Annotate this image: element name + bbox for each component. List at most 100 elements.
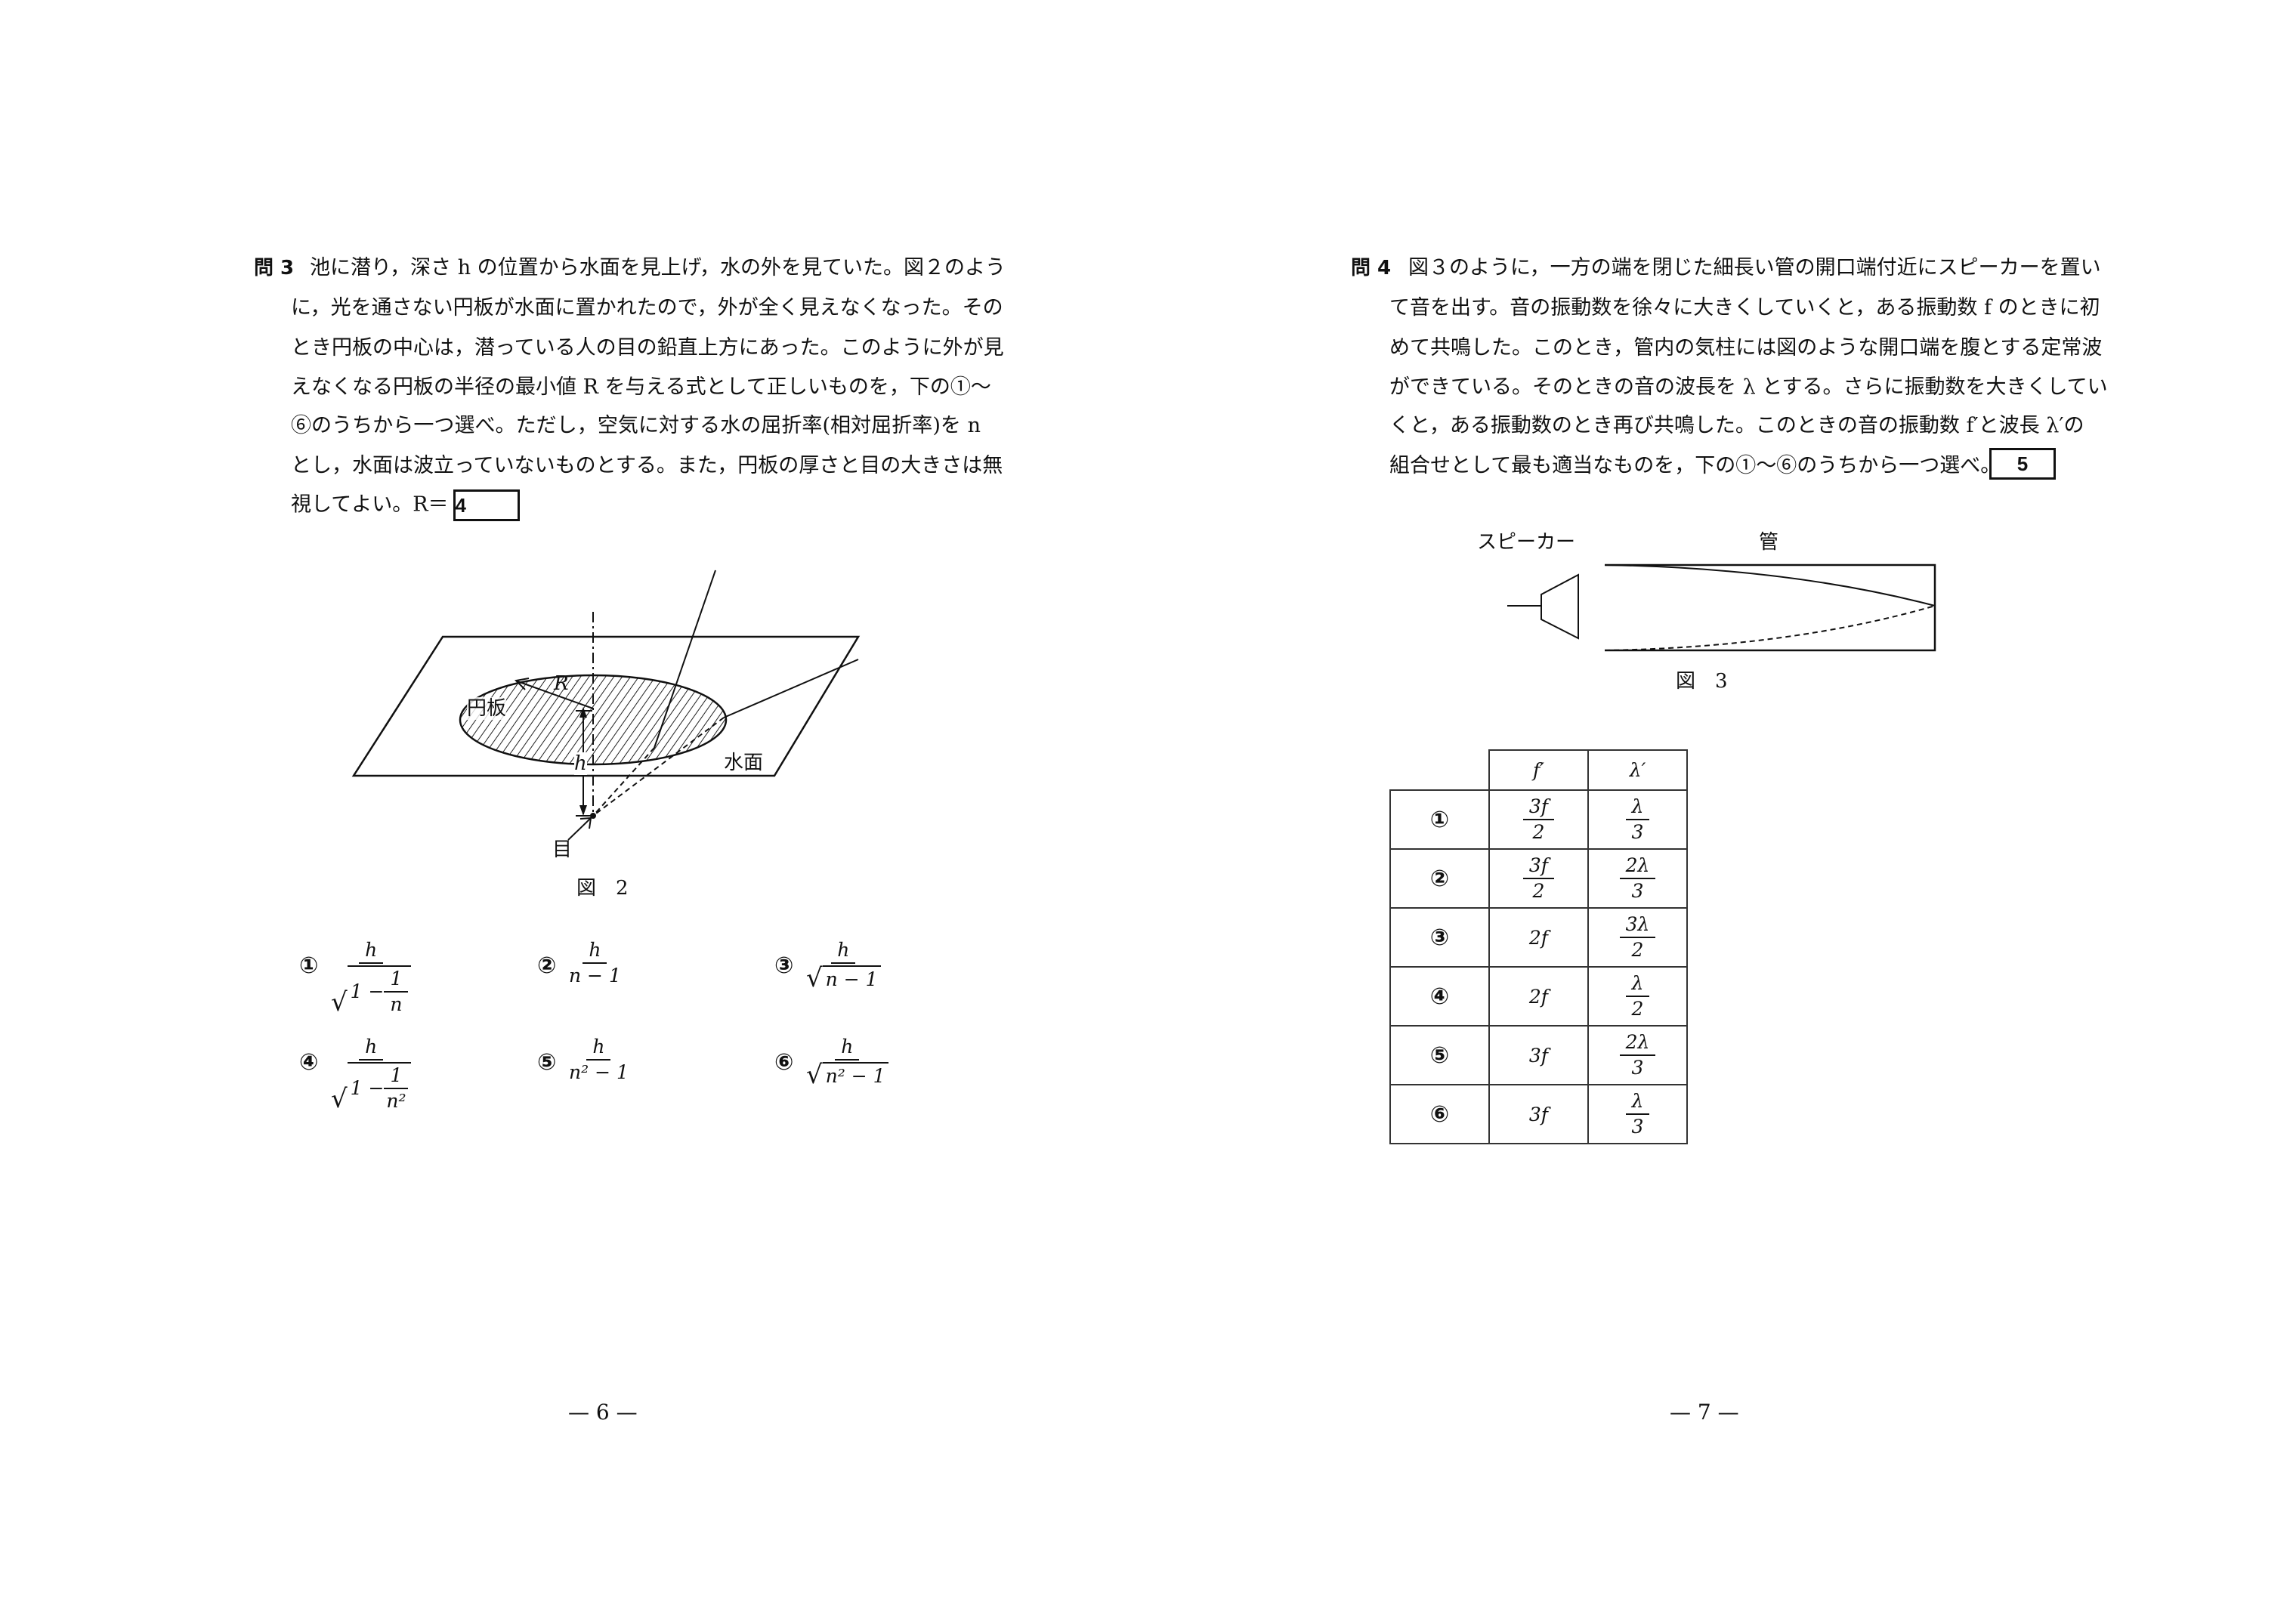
numerator: h bbox=[359, 940, 384, 964]
choice-3-mark[interactable]: ③ bbox=[774, 952, 794, 979]
denominator: 2 bbox=[1631, 998, 1644, 1020]
option-4-mark[interactable]: ④ bbox=[1389, 966, 1490, 1027]
option-4-f-prime: 2f bbox=[1488, 966, 1589, 1027]
q3-line-3: とき円板の中心は，潜っている人の目の鉛直上方にあった。このように外が見 bbox=[291, 336, 1004, 360]
denominator: 3 bbox=[1631, 880, 1644, 902]
choice-5-mark[interactable]: ⑤ bbox=[537, 1049, 557, 1076]
choice-2-mark[interactable]: ② bbox=[537, 952, 557, 979]
numerator: 3f bbox=[1522, 855, 1555, 879]
option-2-mark[interactable]: ② bbox=[1389, 848, 1490, 909]
q3-line-2: に，光を通さない円板が水面に置かれたので，外が全く見えなくなった。その bbox=[291, 296, 1003, 320]
speaker-label: スピーカー bbox=[1477, 531, 1576, 554]
denominator: n bbox=[390, 993, 403, 1015]
water-surface-plane bbox=[351, 635, 861, 777]
figure-2-diagram bbox=[351, 570, 861, 841]
page-number-left: — 6 — bbox=[568, 1400, 638, 1425]
numerator: h bbox=[359, 1036, 384, 1061]
disk-label: 円板 bbox=[467, 697, 507, 720]
option-6-f-prime: 3f bbox=[1488, 1084, 1589, 1144]
denominator: √n − 1 bbox=[806, 964, 881, 991]
light-ray-2 bbox=[723, 659, 859, 718]
header-f-prime: f′ bbox=[1488, 749, 1589, 791]
figure-3-diagram bbox=[1507, 563, 1936, 652]
option-3-f-prime: 2f bbox=[1488, 907, 1589, 968]
numerator: h bbox=[835, 1036, 860, 1061]
numerator: 3λ bbox=[1619, 914, 1656, 938]
radical-sign: √ bbox=[806, 1060, 823, 1090]
standing-wave-upper bbox=[1604, 564, 1936, 607]
radius-arrow bbox=[517, 681, 594, 709]
water-surface-label: 水面 bbox=[724, 752, 764, 774]
denominator: 2 bbox=[1631, 939, 1644, 961]
denominator: 3 bbox=[1631, 1057, 1644, 1079]
option-5-mark[interactable]: ⑤ bbox=[1389, 1025, 1490, 1085]
denominator: n² − 1 bbox=[569, 1061, 629, 1083]
q4-line-3: めて共鳴した。このとき，管内の気柱には図のような開口端を腹とする定常波 bbox=[1389, 336, 2103, 360]
denominator: 2 bbox=[1532, 880, 1545, 902]
radical-sign: √ bbox=[331, 1084, 348, 1114]
radicand: n² − 1 bbox=[822, 1062, 888, 1088]
q3-line-1: 池に潜り，深さ h の位置から水面を見上げ，水の外を見ていた。図２のよう bbox=[310, 256, 1006, 279]
numerator: 3f bbox=[1522, 796, 1555, 820]
q4-line-5: くと，ある振動数のとき再び共鳴した。このときの音の振動数 f′と波長 λ′の bbox=[1389, 414, 2084, 437]
option-1-mark[interactable]: ① bbox=[1389, 789, 1490, 850]
tube-label: 管 bbox=[1759, 531, 1779, 554]
denominator: 3 bbox=[1631, 1116, 1644, 1138]
speaker-icon bbox=[1541, 573, 1579, 640]
depth-label: h bbox=[574, 752, 587, 775]
q4-line-6: 組合せとして最も適当なものを，下の①～⑥のうちから一つ選べ。 bbox=[1389, 454, 2001, 477]
standing-wave-lower bbox=[1604, 605, 1936, 651]
square-root: √n² − 1 bbox=[806, 1062, 888, 1088]
choice-1-mark[interactable]: ① bbox=[299, 952, 319, 979]
numerator: h bbox=[583, 940, 607, 964]
question-3-label: 問 3 bbox=[254, 257, 295, 279]
choice-6-formula: h√n² − 1 bbox=[806, 1036, 888, 1088]
radical-sign: √ bbox=[331, 987, 348, 1017]
q3-line-5: ⑥のうちから一つ選べ。ただし，空気に対する水の屈折率(相対屈折率)を n bbox=[291, 414, 981, 437]
numerator: 2λ bbox=[1619, 855, 1656, 879]
light-ray-1-dashed bbox=[592, 747, 655, 817]
radius-label: R bbox=[554, 672, 569, 695]
answer-box-4[interactable]: 4 bbox=[453, 489, 520, 521]
eye-pointer bbox=[567, 817, 592, 841]
option-6-mark[interactable]: ⑥ bbox=[1389, 1084, 1490, 1144]
q3-line-7: 視してよい。R＝4 bbox=[291, 489, 520, 521]
option-3-mark[interactable]: ③ bbox=[1389, 907, 1490, 968]
header-lambda-prime: λ′ bbox=[1587, 749, 1688, 791]
choice-6-mark[interactable]: ⑥ bbox=[774, 1049, 794, 1076]
numerator: 2λ bbox=[1619, 1032, 1656, 1056]
q4-line-4: ができている。そのときの音の波長を λ とする。さらに振動数を大きくしてい bbox=[1389, 375, 2108, 399]
choice-3-formula: h√n − 1 bbox=[806, 940, 881, 991]
denominator: 3 bbox=[1631, 821, 1644, 843]
answer-box-5[interactable]: 5 bbox=[1989, 448, 2056, 480]
choice-4-mark[interactable]: ④ bbox=[299, 1049, 319, 1076]
